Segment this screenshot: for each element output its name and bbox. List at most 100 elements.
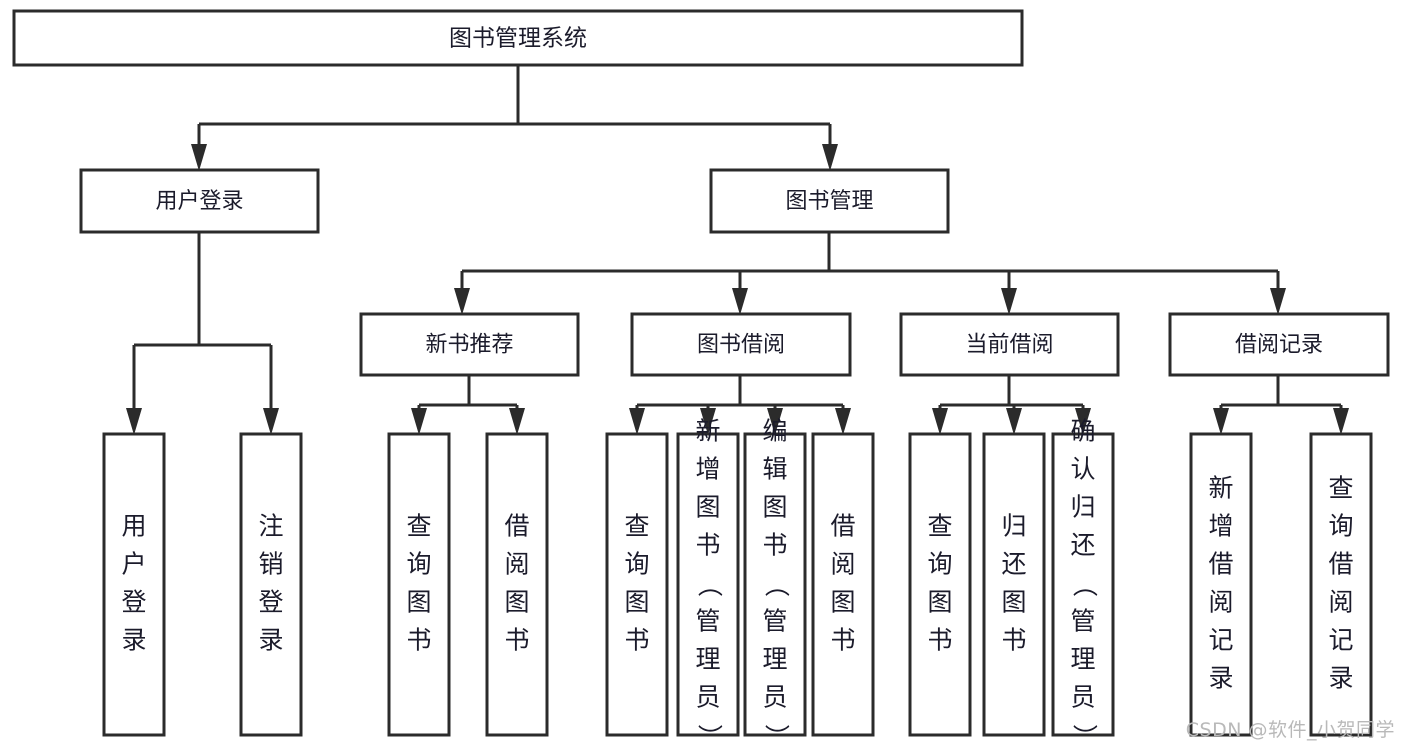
leaf-label-char: 管 bbox=[1070, 607, 1095, 636]
node-box[interactable] bbox=[743, 432, 807, 737]
node-box[interactable] bbox=[387, 432, 451, 737]
leaf-label-char: （ bbox=[762, 572, 791, 597]
leaf-label-char: 查 bbox=[624, 512, 649, 541]
node-root[interactable]: 图书管理系统 bbox=[12, 9, 1024, 67]
leaf-label-char: 理 bbox=[695, 645, 720, 674]
node-box[interactable] bbox=[102, 432, 166, 737]
leaf-label-char: 归 bbox=[1070, 493, 1095, 522]
leaf-label-char: 图 bbox=[624, 588, 649, 617]
node-label: 用户登录 bbox=[155, 189, 243, 214]
node-label: 图书借阅 bbox=[697, 333, 785, 358]
arrow-head-icon bbox=[932, 408, 948, 435]
node-box[interactable] bbox=[485, 432, 549, 737]
leaf-label-char: 图 bbox=[762, 493, 787, 522]
node-box[interactable] bbox=[1051, 432, 1115, 737]
arrow-head-icon bbox=[263, 408, 279, 435]
arrow-head-icon bbox=[191, 144, 207, 171]
leaf-label-char: 图 bbox=[504, 588, 529, 617]
node-box[interactable] bbox=[605, 432, 669, 737]
node-borrow-record[interactable]: 借阅记录 bbox=[1168, 312, 1390, 377]
node-box[interactable] bbox=[359, 312, 580, 377]
node-box[interactable] bbox=[982, 432, 1046, 737]
leaf-label-char: 书 bbox=[1001, 626, 1026, 655]
node-book-borrow[interactable]: 图书借阅 bbox=[630, 312, 852, 377]
leaf-label-char: 辑 bbox=[762, 455, 787, 484]
leaf-label-char: 查 bbox=[1328, 474, 1353, 503]
node-label: 当前借阅 bbox=[965, 333, 1053, 358]
leaf-label-char: 询 bbox=[406, 550, 431, 579]
connector-new-book-rec-bus bbox=[411, 375, 525, 435]
leaf-label-char: 书 bbox=[762, 531, 787, 560]
connector-borrow-record-bus bbox=[1213, 375, 1349, 435]
leaf-label-char: 管 bbox=[762, 607, 787, 636]
node-box[interactable] bbox=[239, 432, 303, 737]
node-box[interactable] bbox=[676, 432, 740, 737]
node-box[interactable] bbox=[811, 432, 875, 737]
node-current-borrow[interactable]: 当前借阅 bbox=[899, 312, 1120, 377]
leaf-label-char: 记 bbox=[1208, 626, 1233, 655]
leaf-label-char: 书 bbox=[406, 626, 431, 655]
leaf-label-char: （ bbox=[1070, 572, 1099, 597]
leaf-label-char: 录 bbox=[121, 626, 146, 655]
connector-current-borrow-bus bbox=[932, 375, 1091, 435]
connector-user-login-bus bbox=[126, 232, 279, 435]
node-box[interactable] bbox=[79, 168, 320, 234]
leaf-label-char: 借 bbox=[1328, 550, 1353, 579]
leaf-label-char: 登 bbox=[258, 588, 283, 617]
leaf-label-char: 书 bbox=[830, 626, 855, 655]
node-user-login[interactable]: 用户登录 bbox=[79, 168, 320, 234]
leaf-label-char: 书 bbox=[624, 626, 649, 655]
arrow-head-icon bbox=[1270, 288, 1286, 315]
node-box[interactable] bbox=[899, 312, 1120, 377]
leaf-label-char: 图 bbox=[695, 493, 720, 522]
node-new-book-rec[interactable]: 新书推荐 bbox=[359, 312, 580, 377]
leaf-label-char: 新 bbox=[1208, 474, 1233, 503]
node-box[interactable] bbox=[1168, 312, 1390, 377]
leaf-label-char: 询 bbox=[927, 550, 952, 579]
leaf-label-char: 销 bbox=[258, 550, 283, 579]
leaf-label-char: 归 bbox=[1001, 512, 1026, 541]
node-label: 借阅记录 bbox=[1235, 333, 1323, 358]
leaf-label-char: 借 bbox=[830, 512, 855, 541]
leaf-label-char: 阅 bbox=[1328, 588, 1353, 617]
node-box[interactable] bbox=[908, 432, 972, 737]
node-box[interactable] bbox=[1309, 432, 1373, 737]
arrow-head-icon bbox=[126, 408, 142, 435]
leaf-label-char: 员 bbox=[762, 683, 787, 712]
connector-book-borrow-bus bbox=[629, 375, 851, 435]
node-box[interactable] bbox=[630, 312, 852, 377]
leaf-label-char: ） bbox=[1070, 724, 1099, 747]
node-book-manage[interactable]: 图书管理 bbox=[709, 168, 950, 234]
leaf-label-char: 户 bbox=[121, 550, 146, 579]
arrow-head-icon bbox=[1001, 288, 1017, 315]
node-label: 图书管理 bbox=[785, 189, 873, 214]
leaf-label-char: 询 bbox=[1328, 512, 1353, 541]
leaf-label-char: 录 bbox=[1208, 664, 1233, 693]
leaf-leaf-user-login[interactable]: 用户登录 bbox=[102, 432, 166, 737]
arrow-head-icon bbox=[1333, 408, 1349, 435]
connectors-layer bbox=[126, 65, 1349, 435]
leaf-label-char: 图 bbox=[830, 588, 855, 617]
leaf-label-char: 查 bbox=[406, 512, 431, 541]
arrow-head-icon bbox=[822, 144, 838, 171]
watermark: CSDN @软件_小贺同学 bbox=[1185, 719, 1395, 741]
node-box[interactable] bbox=[1189, 432, 1253, 737]
node-box[interactable] bbox=[709, 168, 950, 234]
arrow-head-icon bbox=[509, 408, 525, 435]
node-box[interactable] bbox=[12, 9, 1024, 67]
leaf-label-char: 管 bbox=[695, 607, 720, 636]
arrow-head-icon bbox=[767, 408, 783, 435]
